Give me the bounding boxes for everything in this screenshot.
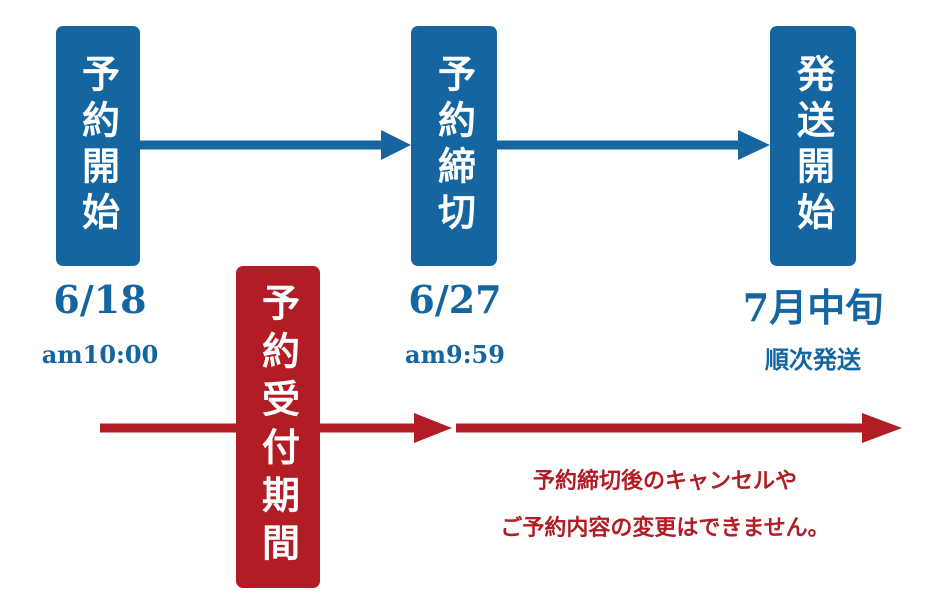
notice-line-2: ご予約内容の変更はできません。 — [500, 515, 830, 541]
step-label: 発送開始 — [790, 54, 836, 238]
arrowhead-period-end — [414, 413, 452, 443]
deadline-time: am9:59 — [405, 340, 505, 369]
reservation-period-box: 予約受付期間 — [236, 266, 320, 588]
step-reservation-deadline: 予約締切 — [411, 26, 497, 266]
deadline-date: 6/27 — [408, 277, 502, 322]
step-label: 予約開始 — [75, 54, 121, 238]
arrowhead-after-deadline — [862, 413, 902, 443]
arrowhead-shipping — [738, 130, 770, 160]
shipping-date: 7月中旬 — [742, 285, 884, 330]
step-label: 予約締切 — [431, 54, 477, 238]
start-date: 6/18 — [53, 277, 147, 322]
step-reservation-start: 予約開始 — [56, 26, 140, 266]
notice-line-1: 予約締切後のキャンセルや — [532, 468, 797, 494]
arrowhead-deadline — [381, 130, 411, 160]
period-label: 予約受付期間 — [255, 283, 301, 571]
shipping-note: 順次発送 — [765, 345, 861, 374]
start-time: am10:00 — [41, 340, 159, 369]
step-shipping-start: 発送開始 — [770, 26, 856, 266]
